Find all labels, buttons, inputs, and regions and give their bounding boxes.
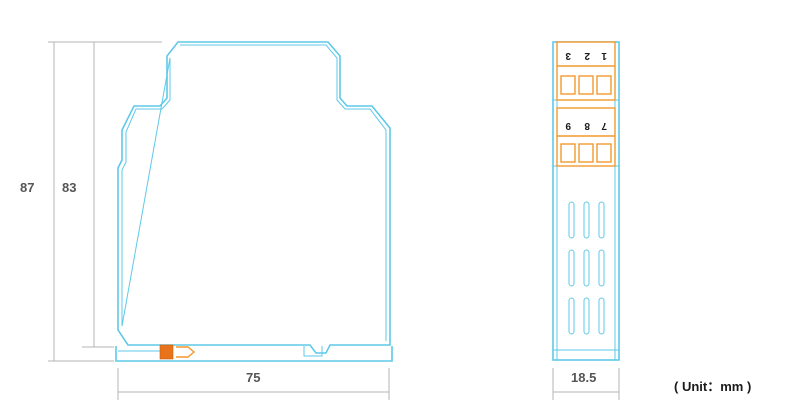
terminal-screw-2 <box>578 75 594 95</box>
ventilation-slots <box>568 201 605 335</box>
din-latch <box>159 344 174 360</box>
front-view: 3 2 1 9 8 7 <box>552 41 620 361</box>
height-inner-label: 83 <box>62 180 76 195</box>
terminal-9-label: 9 <box>565 120 571 131</box>
terminal-screw-7 <box>596 143 612 163</box>
terminal-screw-8 <box>578 143 594 163</box>
width-front-label: 18.5 <box>571 370 596 385</box>
din-clip <box>303 346 323 357</box>
terminal-3-label: 3 <box>565 50 571 61</box>
terminal-screw-9 <box>560 143 576 163</box>
din-base <box>115 346 393 362</box>
height-outer-label: 87 <box>20 180 34 195</box>
width-side-dimension-lines <box>117 368 390 400</box>
terminal-7-label: 7 <box>601 120 607 131</box>
unit-label: ( Unit：mm ) <box>674 379 751 394</box>
terminal-screw-1 <box>596 75 612 95</box>
side-view <box>115 41 393 362</box>
side-view-inner-outline <box>121 44 387 341</box>
terminal-screw-3 <box>560 75 576 95</box>
terminal-2-label: 2 <box>584 50 590 61</box>
terminal-1-label: 1 <box>601 50 607 61</box>
width-front-dimension-lines <box>552 368 620 400</box>
side-view-outline <box>117 41 391 354</box>
width-side-label: 75 <box>246 370 260 385</box>
terminal-8-label: 8 <box>584 120 590 131</box>
height-dimension-lines <box>48 41 162 362</box>
din-latch-tab <box>176 346 196 358</box>
